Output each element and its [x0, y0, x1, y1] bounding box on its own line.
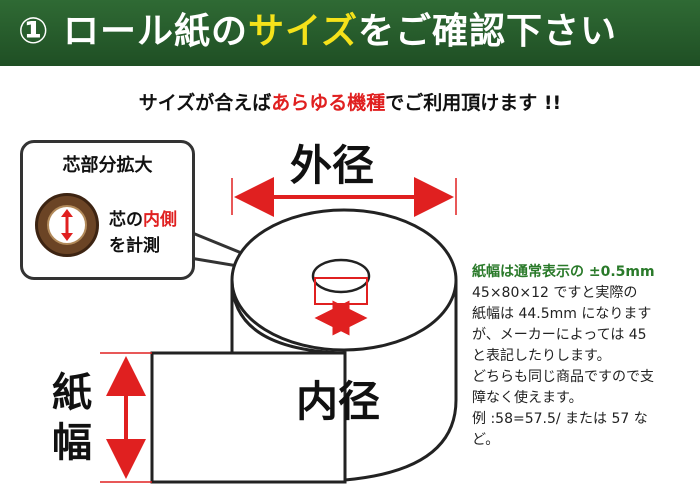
- outer-diameter-label: 外径: [290, 141, 375, 190]
- paper-width-label-top: 紙: [52, 370, 92, 416]
- banner-title: ① ロール紙のサイズをご確認下さい: [18, 9, 617, 55]
- subtitle: サイズが合えばあらゆる機種でご利用頂けます !!: [0, 88, 700, 115]
- core-closeup-inner: [47, 205, 87, 245]
- note-line: 紙幅は 44.5mm になります: [472, 306, 652, 322]
- note-line: と表記したりします。: [472, 348, 611, 364]
- note-line: どちらも同じ商品ですので支: [472, 369, 654, 385]
- note-line: 例 :58=57.5/ または 57 な: [472, 411, 648, 427]
- inner-diameter-label: 内径: [296, 377, 381, 426]
- banner-text-after: をご確認下さい: [357, 11, 617, 52]
- note-line: 障なく使えます。: [472, 390, 583, 406]
- width-tolerance-note: 紙幅は通常表示の ±0.5mm 45×80×12 ですと実際の 紙幅は 44.5…: [472, 262, 698, 451]
- subtitle-after: でご利用頂けます !!: [385, 92, 562, 114]
- vertical-arrow-icon: [61, 209, 73, 241]
- banner-text-before: ロール紙の: [63, 11, 249, 52]
- core-callout: 芯部分拡大 芯の内側 を計測: [20, 140, 195, 280]
- core-closeup-icon: [35, 193, 99, 257]
- subtitle-before: サイズが合えば: [138, 92, 272, 114]
- roll-bottom-curve: [230, 279, 346, 355]
- callout-title: 芯部分拡大: [62, 155, 153, 176]
- banner-highlight: サイズ: [248, 11, 358, 52]
- paper-width-label-bottom: 幅: [52, 420, 92, 466]
- note-line: 45×80×12 ですと実際の: [472, 285, 638, 301]
- note-line: が、メーカーによっては 45: [472, 327, 647, 343]
- title-banner: ① ロール紙のサイズをご確認下さい: [0, 0, 700, 66]
- callout-line1-before: 芯の: [109, 210, 143, 230]
- roll-core: [311, 258, 371, 294]
- paper-width-label: 紙 幅: [44, 368, 100, 468]
- note-line: ど。: [472, 432, 500, 448]
- roll-right-edge: [343, 280, 458, 482]
- callout-line2: を計測: [109, 236, 160, 256]
- callout-line1-highlight: 内側: [143, 210, 177, 230]
- note-heading: 紙幅は通常表示の ±0.5mm: [472, 264, 655, 280]
- callout-line1: 芯の内側: [109, 205, 177, 230]
- banner-number: ①: [18, 11, 50, 52]
- subtitle-highlight: あらゆる機種: [271, 92, 386, 114]
